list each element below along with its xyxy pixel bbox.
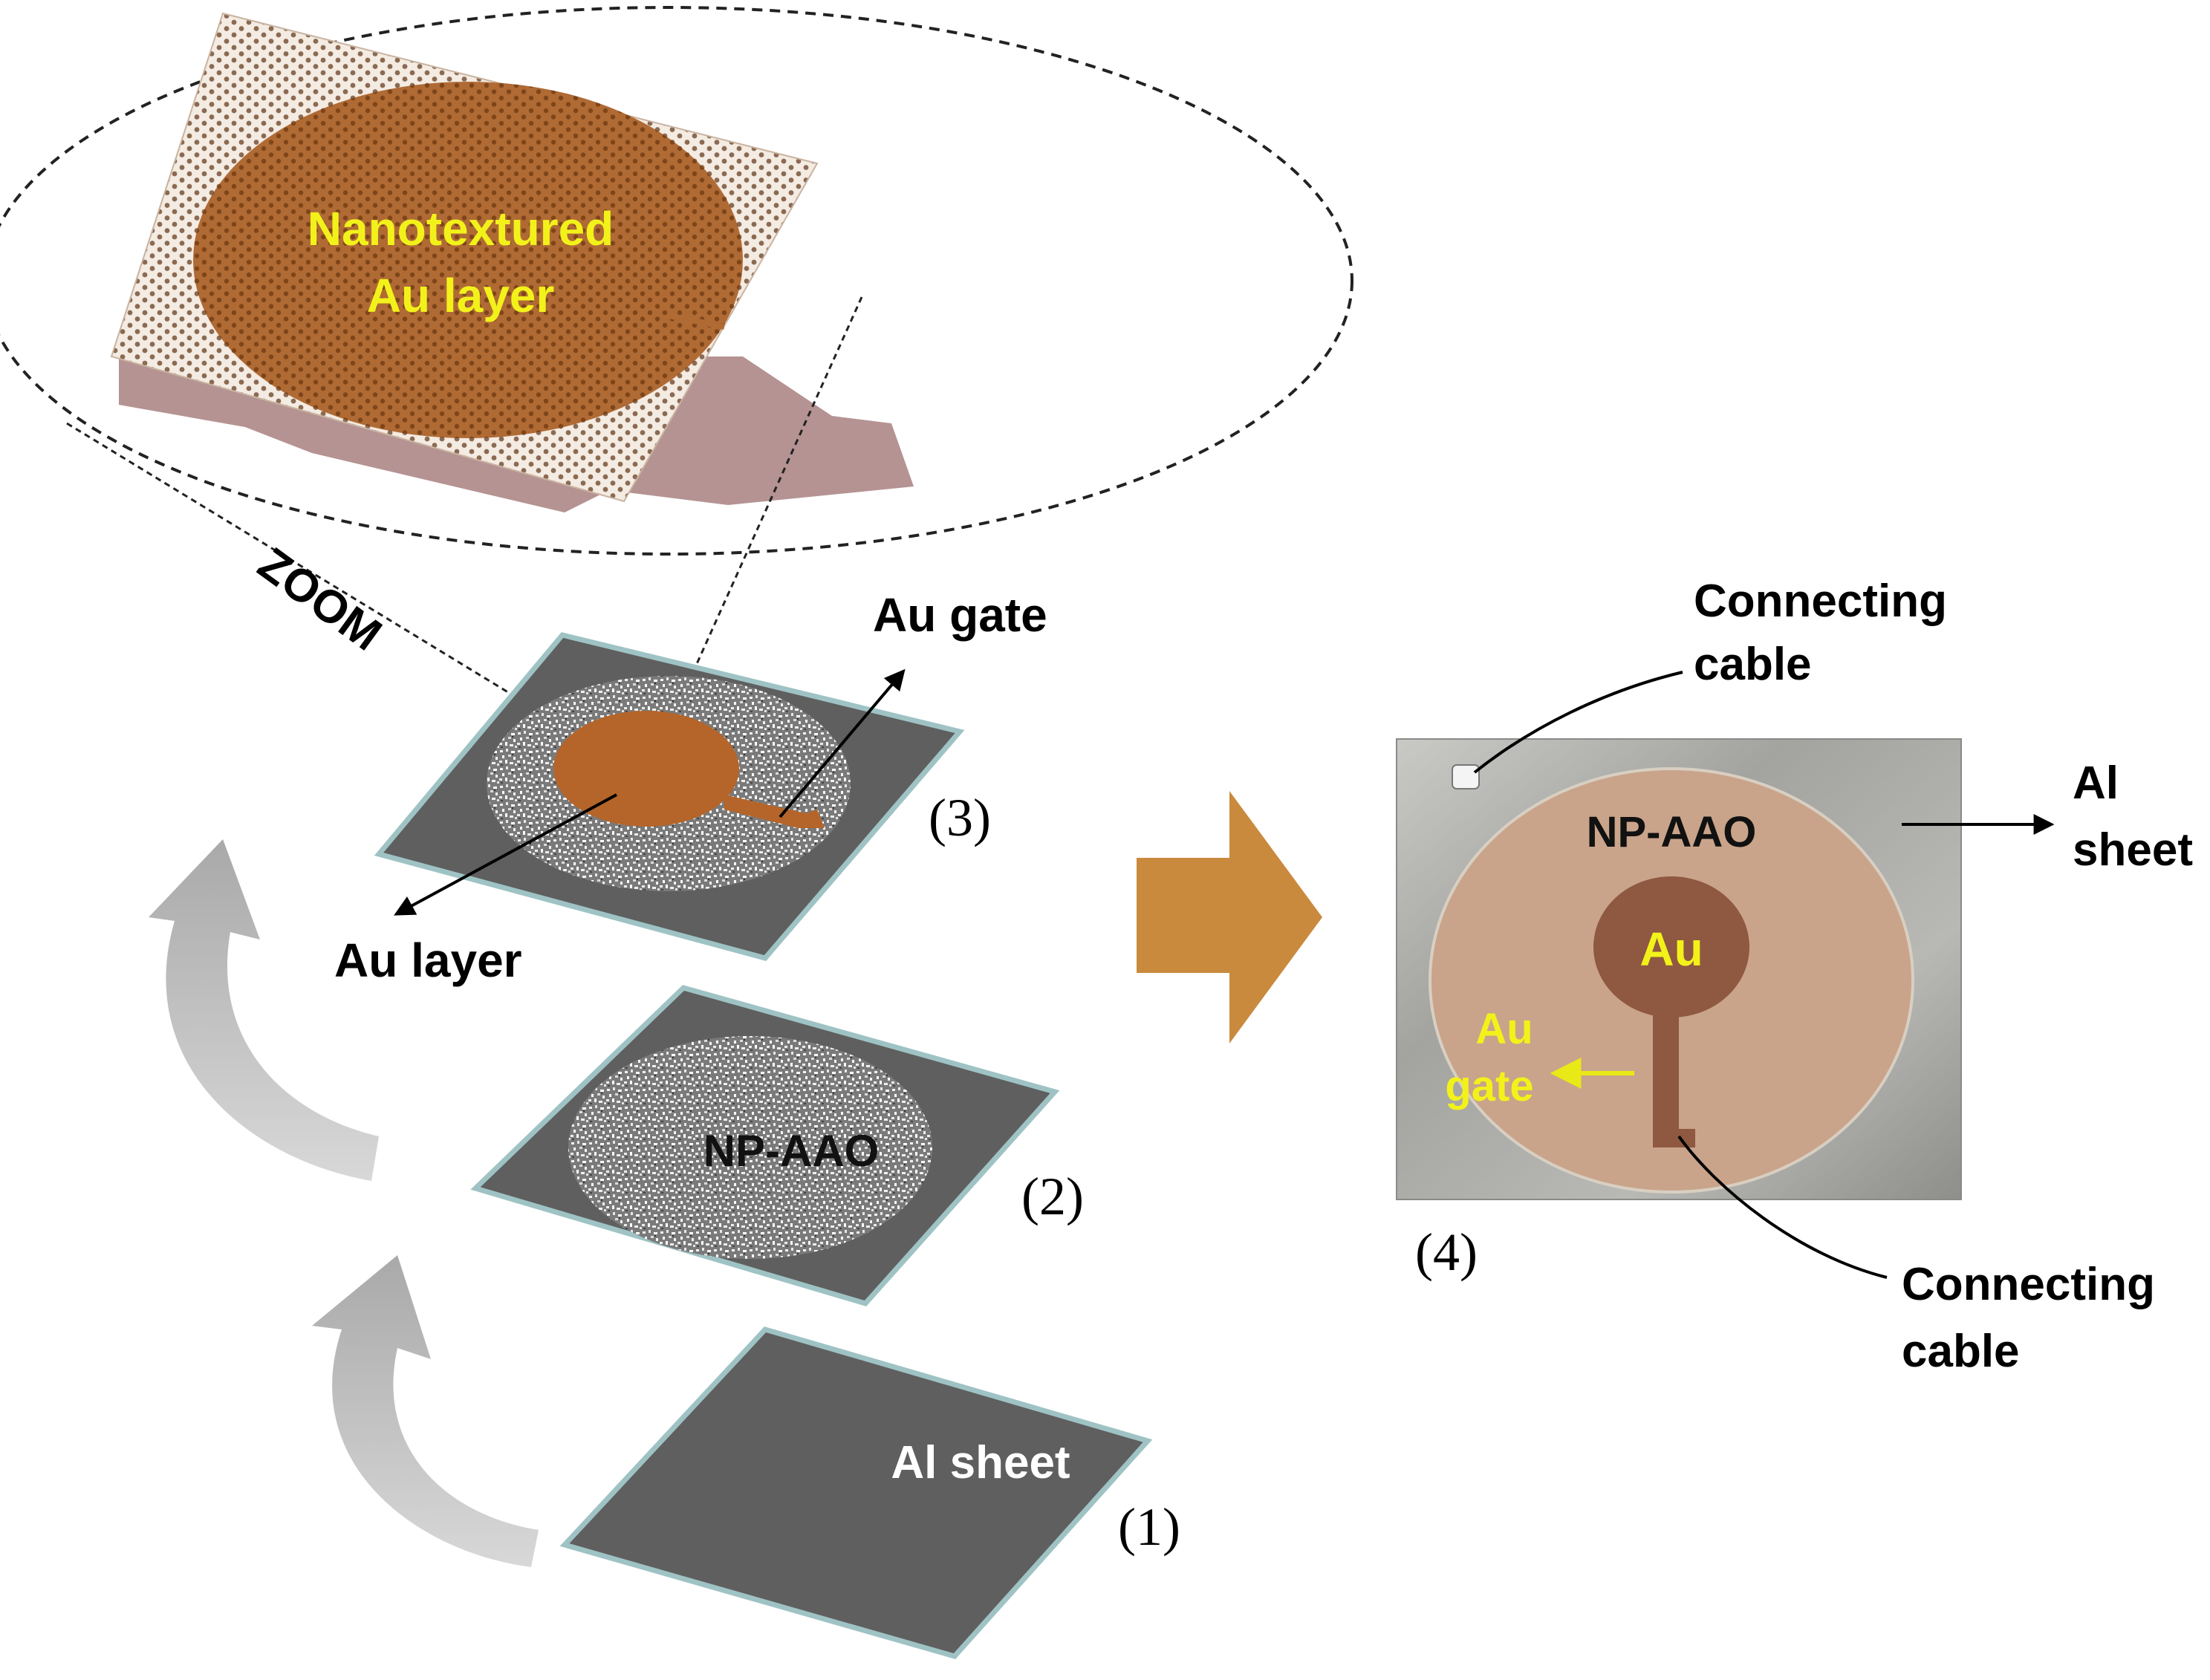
nanotextured-au-disc (193, 82, 743, 438)
device-photo: NP-AAO Au Au gate (1396, 738, 1962, 1200)
step4-number: (4) (1415, 1222, 1478, 1282)
zoom-label: ZOOM (249, 538, 391, 661)
curved-arrow-upper (149, 839, 379, 1181)
connecting-cable-bottom-line (1677, 1135, 1888, 1279)
photo-au-disc (1593, 876, 1749, 1018)
step3-plate (374, 632, 965, 961)
photo-au-label: Au (1639, 922, 1703, 976)
photo-connector-pad (1452, 764, 1480, 789)
zoom-bubble: Nanotextured Au layer (0, 6, 1353, 556)
photo-au-gate-strip (1653, 1006, 1695, 1147)
photo-np-aao-label: NP-AAO (1587, 808, 1757, 856)
step1-al-sheet-label: Al sheet (891, 1437, 1070, 1488)
step1-plate: Al sheet (559, 1326, 1153, 1659)
au-layer-arrow (394, 793, 617, 916)
au-gate-label: Au gate (873, 588, 1047, 642)
al-sheet-right-line1: Al (2073, 758, 2119, 809)
nanotextured-label-line1: Nanotextured (308, 202, 614, 255)
step2-number: (2) (1021, 1167, 1084, 1226)
photo-au-gate-label-line1: Au (1475, 1005, 1533, 1053)
al-sheet-right-line2: sheet (2073, 824, 2193, 876)
connecting-cable-bottom-line1: Connecting (1902, 1259, 2155, 1310)
zoom-ellipse (0, 6, 1353, 556)
connecting-cable-top-line1: Connecting (1694, 576, 1947, 627)
step3-number: (3) (929, 788, 991, 847)
connecting-cable-top-line2: cable (1694, 639, 1812, 690)
step2-np-aao-disc (568, 1036, 932, 1259)
step3-au-gate-strip (724, 795, 825, 828)
nanotextured-au-gate-line (668, 313, 725, 330)
au-gate-arrow (779, 668, 906, 818)
zoom-line-left (66, 422, 610, 755)
process-arrow (1137, 791, 1322, 1044)
au-layer-label: Au layer (334, 934, 522, 987)
step3-au-disc (553, 711, 739, 827)
nanotextured-label-line2: Au layer (367, 269, 555, 322)
photo-au-gate-label-line2: gate (1445, 1062, 1533, 1110)
step2-np-aao-label: NP-AAO (703, 1126, 880, 1176)
connecting-cable-top-line (1473, 671, 1683, 774)
connecting-cable-bottom-line2: cable (1902, 1326, 2020, 1377)
curved-arrow-lower (312, 1255, 539, 1567)
step1-number: (1) (1118, 1497, 1180, 1557)
step2-plate: NP-AAO (470, 985, 1060, 1306)
step1-plate-shape (559, 1326, 1153, 1659)
